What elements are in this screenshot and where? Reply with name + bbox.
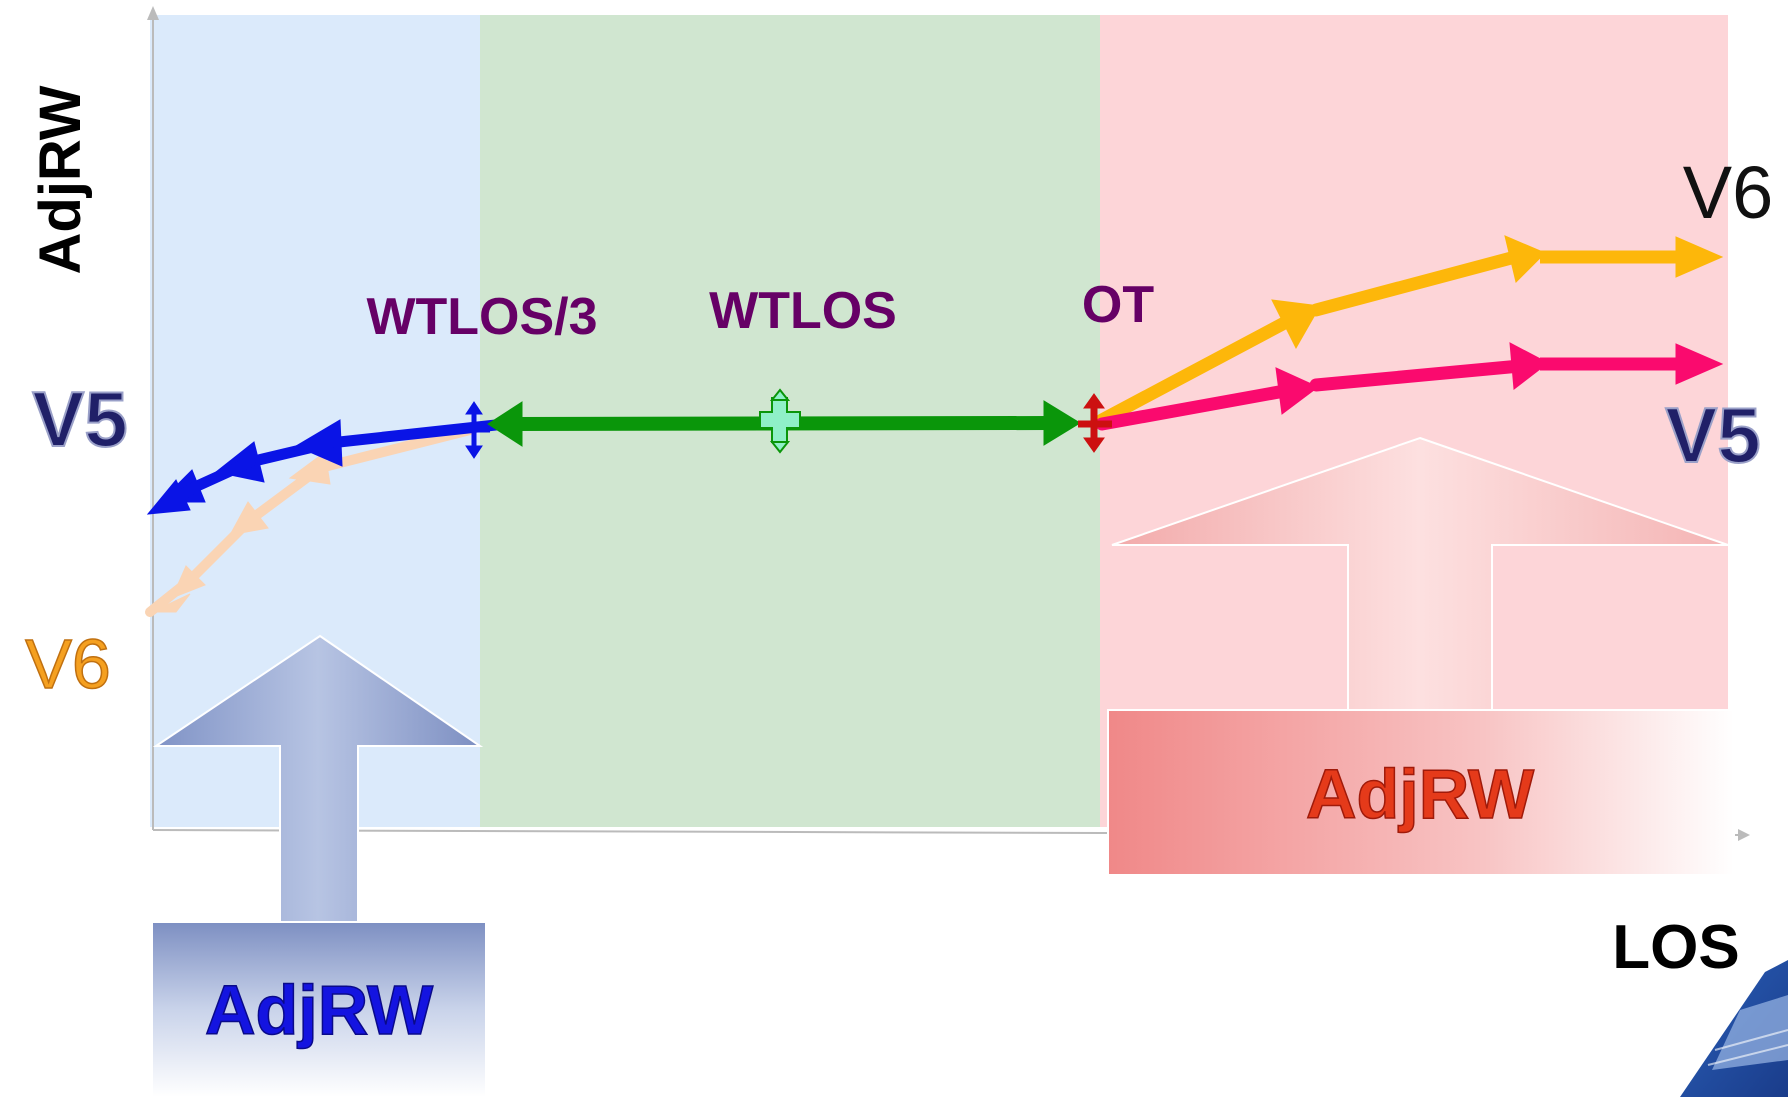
v6-decline-arrows bbox=[145, 425, 475, 617]
ot-marker bbox=[1078, 393, 1112, 453]
wtlos3-marker bbox=[462, 401, 490, 459]
wtlos3-label: WTLOS/3 bbox=[366, 288, 597, 346]
v5-rise-arrows bbox=[1095, 342, 1724, 431]
right-adjrw-callout: AdjRW bbox=[1107, 436, 1735, 876]
v6-left-label: V6 bbox=[25, 625, 111, 703]
right-adjrw-box bbox=[1107, 709, 1735, 876]
x-axis-arrowhead bbox=[1738, 829, 1750, 841]
right-adjrw-box-label: AdjRW bbox=[1306, 755, 1534, 833]
left-adjrw-box bbox=[151, 921, 487, 1097]
ot-label: OT bbox=[1082, 276, 1154, 334]
v5-left-label: V5 bbox=[32, 375, 127, 463]
v6-right-label: V6 bbox=[1683, 151, 1774, 234]
wtlos-marker bbox=[759, 388, 801, 454]
v5-right-label: V5 bbox=[1665, 391, 1760, 479]
wtlos-label: WTLOS bbox=[709, 282, 897, 340]
x-axis-label: LOS bbox=[1612, 913, 1739, 982]
y-axis-label: AdjRW bbox=[28, 85, 93, 274]
pyramid-logo-icon bbox=[1680, 960, 1788, 1097]
y-axis-arrowhead bbox=[147, 6, 159, 20]
v6-rise-arrows bbox=[1095, 235, 1724, 427]
left-adjrw-callout: AdjRW bbox=[151, 634, 487, 1097]
left-adjrw-box-label: AdjRW bbox=[205, 971, 433, 1049]
